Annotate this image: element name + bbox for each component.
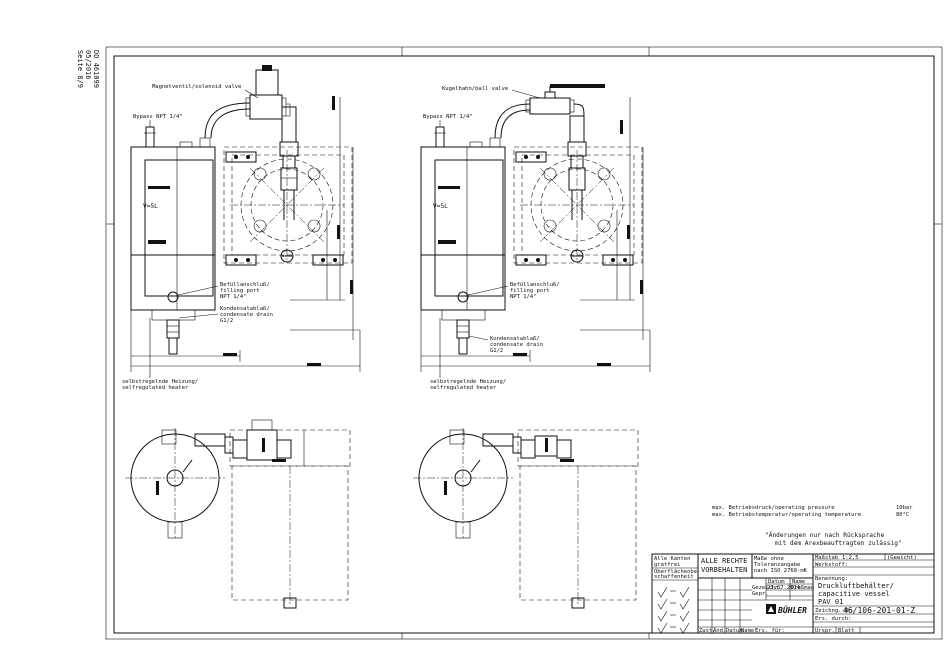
scale-value: 1:2,5 bbox=[842, 555, 859, 561]
tolerance-line3: nach ISO 2768-mK bbox=[754, 568, 808, 574]
orig-label: Urspr. bbox=[815, 628, 835, 634]
doc-date: 05/2016 bbox=[84, 50, 92, 80]
surface-note-3: Oberflächenbe- bbox=[654, 569, 700, 575]
drawn-date: 21.07.2014 bbox=[767, 585, 801, 591]
fill-label-de-right: Befüllanschluß/ bbox=[510, 282, 560, 288]
inner-frame bbox=[113, 55, 935, 634]
blatt-label: Blatt bbox=[838, 628, 855, 634]
drawn-name: Dreßman bbox=[791, 585, 814, 591]
volume-label-right: V=5L bbox=[433, 203, 448, 210]
tolerance-line1: Maße ohne bbox=[754, 556, 784, 562]
rev-col-date: Datum bbox=[726, 628, 743, 634]
material-label: Werkstoff: bbox=[815, 562, 848, 568]
replaced-by-label: Ers. durch: bbox=[815, 616, 851, 622]
fill-size-right: NPT 1/4" bbox=[510, 294, 537, 300]
rev-col-change: Änd. bbox=[713, 627, 726, 634]
bypass-label-right: Bypass NPT 1/4" bbox=[423, 114, 473, 120]
drain-size-right: G1/2 bbox=[490, 348, 503, 354]
scale-label: Maßstab bbox=[815, 555, 838, 561]
change-note-line1: "Änderungen nur nach Rücksprache bbox=[765, 530, 884, 539]
title-line1: Druckluftbehälter/ bbox=[818, 582, 894, 590]
doc-number: DD 461099 bbox=[92, 50, 100, 88]
heater-label-en-left: selfregulated heater bbox=[122, 385, 189, 391]
rights-line2: VORBEHALTEN bbox=[701, 566, 747, 574]
heater-label-de-left: selbstregelnde Heizung/ bbox=[122, 379, 198, 385]
drain-size-left: G1/2 bbox=[220, 318, 233, 324]
left-front-view: V=5L Bypass NPT 1/4" Magnetventil/soleno… bbox=[122, 65, 361, 391]
title-block: Alle Kanten gratfrei Oberflächenbe- scha… bbox=[651, 553, 935, 634]
change-note-line2: mit dem Arexbeauftragten zulässig" bbox=[775, 540, 902, 547]
replaces-label: Ers. für: bbox=[755, 628, 785, 634]
rights-line1: ALLE RECHTE bbox=[701, 557, 747, 565]
fill-label-en-left: filling port bbox=[220, 288, 260, 294]
drawing-no-label: Zeichng.-Nr. bbox=[815, 608, 855, 614]
temp-note: max. Betriebstemperatur/operating temper… bbox=[712, 512, 861, 518]
pressure-note: max. Betriebsdruck/operating pressure bbox=[712, 505, 835, 511]
pressure-value: 10bar bbox=[896, 505, 913, 511]
checked-label: Gepr. bbox=[752, 591, 769, 597]
drawn-label: Gezeichn. bbox=[752, 585, 782, 591]
name-column: Name bbox=[792, 579, 805, 585]
outer-frame bbox=[105, 46, 943, 640]
surface-note-4: schaffenheit bbox=[654, 574, 694, 580]
volume-label-left: V=5L bbox=[143, 203, 158, 210]
company-logo: BÜHLER bbox=[766, 604, 807, 615]
weight-label: (Gewicht) bbox=[887, 555, 917, 561]
right-top-view bbox=[413, 428, 639, 609]
right-front-view: V=5L Bypass NPT 1/4" Kugelhahn/ball valv… bbox=[420, 84, 651, 391]
drain-label-de-right: Kondensatablaß/ bbox=[490, 336, 540, 342]
surface-note-2: gratfrei bbox=[654, 562, 681, 568]
notes: max. Betriebsdruck/operating pressure 10… bbox=[712, 505, 913, 547]
drain-label-en-left: condensate drain bbox=[220, 312, 273, 318]
tolerance-line2: Toleranzangabe bbox=[754, 562, 800, 568]
fill-label-de-left: Befüllanschluß/ bbox=[220, 282, 270, 288]
bypass-label-left: Bypass NPT 1/4" bbox=[133, 114, 183, 120]
fill-size-left: NPT 1/4" bbox=[220, 294, 247, 300]
doc-page: Seite 8/9 bbox=[76, 50, 84, 88]
title-line2: capacitive vessel bbox=[818, 590, 890, 598]
company-name: BÜHLER bbox=[777, 605, 807, 615]
valve-label-right: Kugelhahn/ball valve bbox=[442, 86, 508, 92]
designation-label: Benennung: bbox=[815, 576, 848, 582]
title-line3: PAV 01 bbox=[818, 598, 843, 606]
rev-col-name: Name bbox=[741, 628, 754, 634]
valve-label-left: Magnetventil/solenoid valve bbox=[152, 84, 241, 90]
temp-value: 80°C bbox=[896, 512, 909, 518]
drain-label-de-left: Kondensatablaß/ bbox=[220, 306, 270, 312]
rev-col-state: Zust. bbox=[699, 628, 716, 634]
drain-label-en-right: condensate drain bbox=[490, 342, 543, 348]
fill-label-en-right: filling port bbox=[510, 288, 550, 294]
margin-doc-info: DD 461099 05/2016 Seite 8/9 bbox=[76, 50, 100, 88]
drawing-number: 46/106-201-01-Z bbox=[843, 606, 915, 615]
heater-label-en-right: selfregulated heater bbox=[430, 385, 497, 391]
left-top-view bbox=[125, 419, 351, 609]
date-column: Datum bbox=[768, 579, 785, 585]
heater-label-de-right: selbstregelnde Heizung/ bbox=[430, 379, 506, 385]
surface-note-1: Alle Kanten bbox=[654, 556, 690, 562]
